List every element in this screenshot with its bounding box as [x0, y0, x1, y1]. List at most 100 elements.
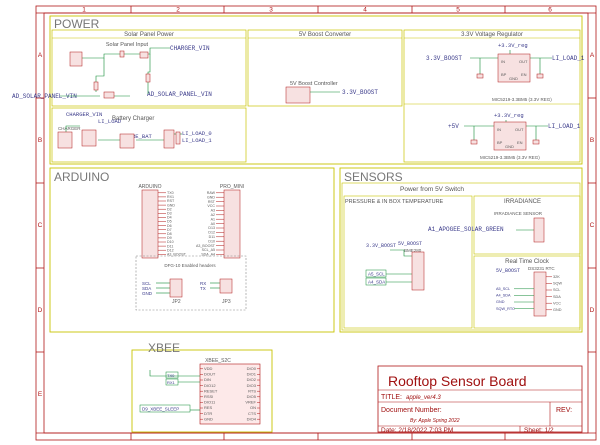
arduino-left-pin: RST: [167, 199, 175, 203]
xbee-sleep-net: D9_XBEE_SLEEP: [142, 407, 179, 412]
grid-col-6: 6: [548, 7, 552, 14]
arduino-left-pin: D9: [167, 236, 172, 240]
author-label: By: Apple Spring 2022: [410, 418, 460, 424]
reg1-wires: [470, 50, 552, 74]
arduino-left-pin: D7: [167, 228, 172, 232]
xbee-right-pin: DIO5: [247, 394, 257, 399]
grid-row-e: E: [38, 391, 43, 398]
li-load-bc-label: LI_LOAD: [98, 118, 122, 125]
arduino-right-pin: D12: [208, 231, 215, 235]
jp2-pin-2: GND: [142, 291, 153, 296]
arduino-right-pin: D10: [208, 239, 215, 243]
power-from-switch-title: Power from 5V Switch: [400, 186, 464, 193]
xbee-right-pin: DIO1: [247, 372, 257, 377]
reg2-part: [493, 121, 527, 151]
reg2-input-label: +5V: [448, 123, 459, 130]
arduino-left-pin: D2: [167, 207, 172, 211]
solar-panel-input-title: Solar Panel Input: [106, 42, 149, 48]
re-bat-label: RE_BAT: [132, 133, 153, 140]
charger-parts: [57, 129, 181, 149]
arduino-right-header-part: [223, 189, 241, 259]
reg1-pin-in: IN: [501, 59, 505, 64]
reg2-caps: [470, 139, 540, 145]
jp3-pin-1: TX: [200, 286, 206, 291]
reg2-pin-en: EN: [517, 140, 523, 145]
title-field-value: apple_ver4.3: [406, 395, 441, 401]
xbee-left-pin: DIN: [204, 377, 211, 382]
arduino-title: ARDUINO: [54, 170, 109, 184]
rtc-pin: VCC: [553, 301, 561, 305]
arduino-left-pin: RX1: [167, 195, 174, 199]
xbee-left-pin: DIO11: [204, 400, 216, 405]
rtc-pin: SCL: [553, 288, 560, 292]
reg2-wires: [464, 120, 548, 140]
reg1-part: [497, 53, 531, 83]
xbee-part-label: XBEE_S2C: [205, 358, 231, 364]
sda-net-box: [365, 277, 387, 286]
reg2-part-label: MIC5219-3.3BM5 (3.3V REG): [480, 155, 540, 160]
rtc-title: Real Time Clock: [505, 259, 550, 265]
grid-row-c-right: C: [590, 222, 595, 229]
arduino-left-pin: D11: [167, 244, 173, 248]
date-label: Date: 2/18/2022 7:03 PM: [381, 427, 453, 434]
solar-panel-power-box: [51, 29, 247, 107]
arduino-right-pin: VCC: [207, 204, 215, 208]
xbee-wires: [149, 370, 200, 411]
reg1-part-label: MIC5219-3.3BM5 (3.3V REG): [492, 97, 552, 102]
jp2-pin-1: SDA: [142, 286, 151, 291]
charger-vin-bc-label: CHARGER_VIN: [66, 111, 102, 118]
arduino-left-pin: D5: [167, 220, 172, 224]
reg1-output-label: +3.3V_reg: [498, 42, 528, 49]
li-load-1-label: LI_LOAD_1: [182, 137, 212, 144]
xbee-sleep-net-box: [139, 404, 191, 413]
xbee-left-pin: RSSI: [204, 394, 213, 399]
xbee-right-pin: ON: [250, 405, 256, 410]
grid-row-b-right: B: [590, 137, 594, 144]
reg1-pin-bp: BP: [501, 72, 507, 77]
arduino-right-pin: A1: [211, 217, 215, 221]
regulator-box: [403, 29, 581, 163]
rtc-pin: 32K: [553, 275, 560, 279]
solar-panel-power-title: Solar Panel Power: [124, 32, 174, 38]
arduino-right-pin: A2: [211, 213, 215, 217]
reg1-pin-gnd: GND: [509, 76, 518, 81]
reg2-pin-out: OUT: [515, 127, 524, 132]
arduino-left-pin: A3_BOOST: [167, 253, 187, 257]
xbee-right-pin: RTS: [248, 388, 256, 393]
grid-row-d: D: [38, 307, 43, 314]
arduino-left-pins: TX0RX1RSTGNDD2D3D4D5D6D7D8D9D10D11D12A3_…: [158, 191, 187, 257]
document-number-label: Document Number:: [381, 407, 442, 414]
rtc-part-label: DS3231 RTC: [528, 266, 555, 271]
xbee-left-pin: DOUT: [204, 372, 216, 377]
jp3-pin-0: RX: [200, 281, 206, 286]
rtc-part: [533, 271, 547, 317]
xbee-left-pin: RES: [204, 405, 213, 410]
jp2-pin-0: SCL: [142, 281, 151, 286]
reg2-load-label: LI_LOAD_1: [548, 123, 581, 130]
battery-charger-box: [51, 107, 247, 163]
apogee-label: A1_APOGEE_SOLAR_GREEN: [428, 226, 504, 233]
irradiance-sensor-label: IRRADIANCE SENSOR: [494, 211, 543, 216]
scl-net-label: A5_SCL: [368, 272, 385, 277]
xbee-section: XBEE XBEE_S2C VDDDOUTDINDIO12RESETRSSIDI…: [131, 341, 273, 433]
xbee-left-pin: DIO12: [204, 383, 216, 388]
xbee-right-pin: DIO3: [247, 383, 257, 388]
grid-col-4: 4: [363, 7, 367, 14]
rtc-box: [473, 255, 581, 329]
enabled-headers-title: DFG-10 Enabled headers: [164, 263, 216, 268]
grid-row-a-right: A: [590, 52, 595, 59]
grid-row-a: A: [38, 52, 43, 59]
jp2-part: [169, 278, 183, 298]
jp2-label: JP2: [172, 299, 181, 305]
arduino-right-pins: RAWGNDRSTVCCA3A2A1A0D13D12D11D10A3_BOOST…: [196, 191, 224, 257]
irradiance-title: IRRADIANCE: [504, 199, 541, 205]
xbee-left-pin: RESET: [204, 388, 218, 393]
charger-part-label: CHARGER: [58, 126, 81, 131]
bme-boost-label: 5V_BOOST: [398, 241, 422, 247]
sensors-section: SENSORS Power from 5V Switch PRESSURE & …: [339, 167, 583, 333]
rtc-net: A5_SCL: [496, 287, 510, 291]
